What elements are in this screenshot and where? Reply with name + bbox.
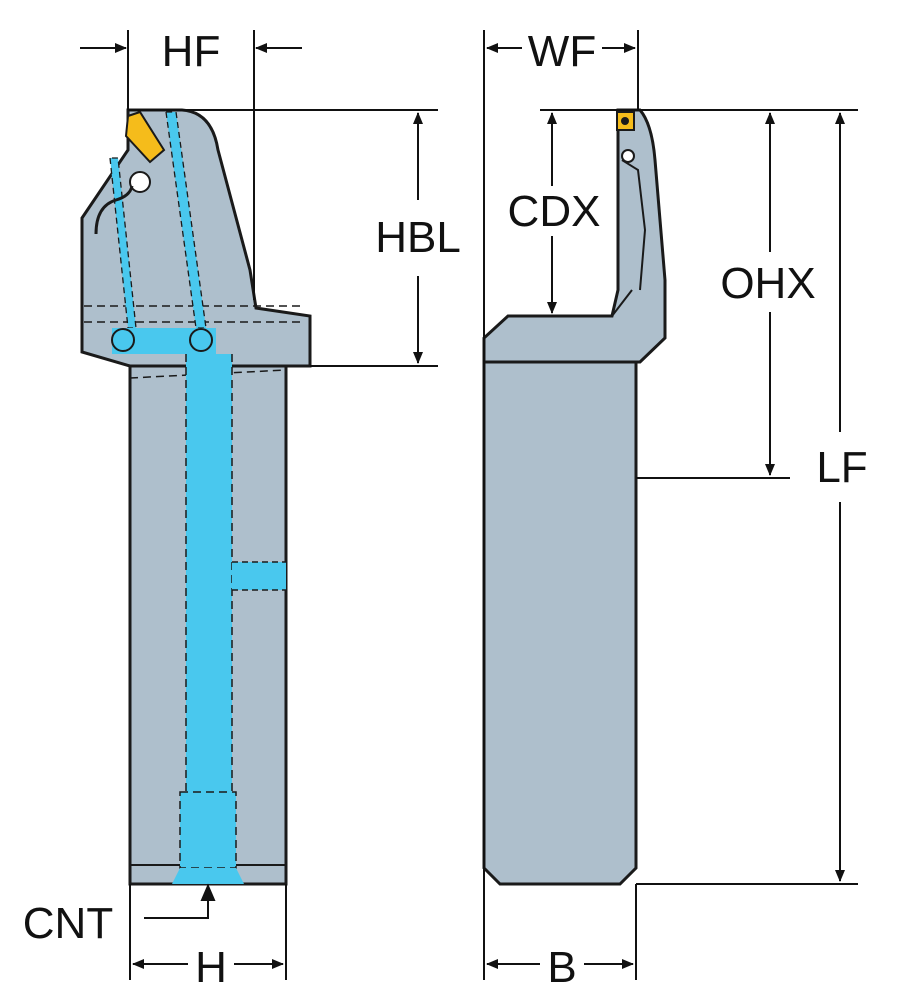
cnt-arrowhead [200,883,216,901]
dimension-lines [80,30,858,980]
label-ohx: OHX [720,259,815,308]
side-head-inner-line [611,289,633,317]
coolant-bore-outlet [172,868,244,884]
clamp-screw-hole [129,171,151,193]
coolant-channel-right [165,111,207,329]
dimension-labels: HF HBL WF CDX OHX LF CNT H B [23,27,868,992]
coolant-bore-counterbore [179,791,237,869]
cnt-leader [144,892,209,919]
label-hbl: HBL [375,213,461,262]
side-head [482,108,667,364]
coolant-channels [109,111,286,884]
label-lf: LF [816,443,867,492]
chip-curl-line [94,185,134,235]
label-cdx: CDX [508,187,601,236]
side-blade-inner-contour [621,159,647,291]
side-insert-hole [621,117,629,125]
label-h: H [195,943,227,992]
label-cnt: CNT [23,899,113,948]
label-hf: HF [162,27,221,76]
front-insert [124,110,166,164]
coolant-plug-right [189,328,213,352]
coolant-side-port [232,562,286,590]
label-b: B [547,943,576,992]
side-shank [482,360,638,886]
side-clamp-hole [621,149,635,163]
label-wf: WF [528,27,596,76]
coolant-plug-left [111,328,135,352]
front-view [80,108,312,886]
